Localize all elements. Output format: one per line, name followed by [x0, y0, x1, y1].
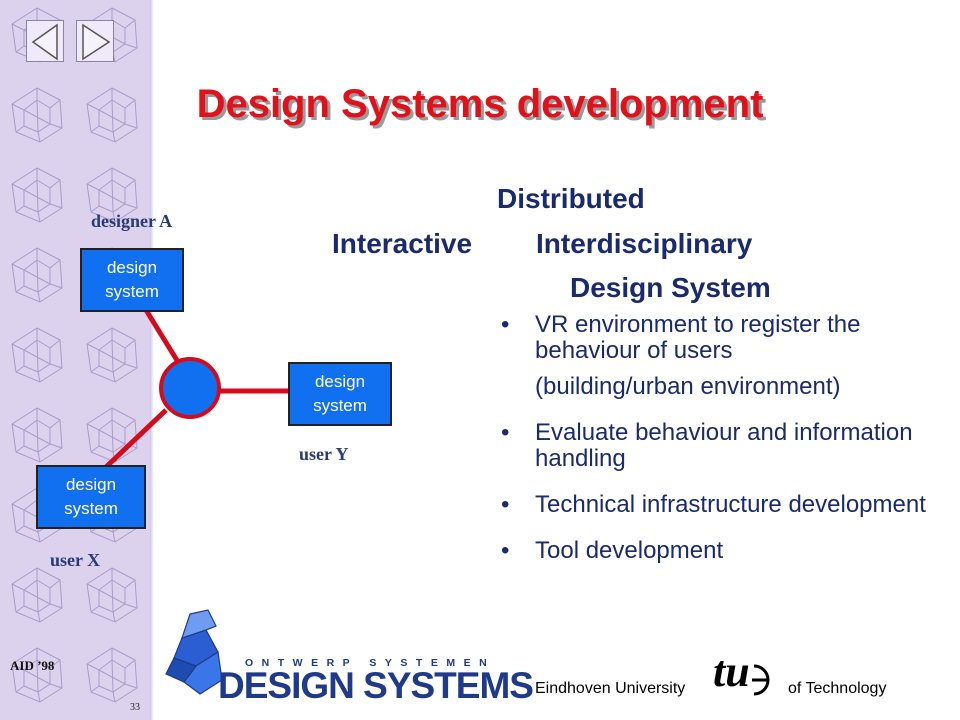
- connector-designer-a: [143, 308, 181, 364]
- box-label-line2: system: [64, 499, 118, 518]
- slide-title: Design Systems development: [196, 82, 764, 126]
- back-arrow-icon: [31, 23, 58, 61]
- heading-interdisciplinary: Interdisciplinary: [536, 228, 753, 259]
- tue-logo-icon: tu: [713, 647, 750, 696]
- university-name-right: of Technology: [788, 680, 887, 697]
- logo-tagline: ONTWERP SYSTEMEN: [245, 657, 496, 669]
- design-system-box-designer-a[interactable]: design system: [80, 248, 184, 312]
- user-x-label: user X: [50, 550, 101, 570]
- bullet-list: VR environment to register the behaviour…: [497, 312, 957, 584]
- forward-button[interactable]: [76, 20, 114, 62]
- user-y-label: user Y: [299, 444, 349, 464]
- bullet-text: Technical infrastructure development: [535, 491, 926, 518]
- page-number: 33: [130, 702, 140, 713]
- design-systems-logo-icon: [165, 609, 223, 695]
- box-label-line2: system: [105, 282, 159, 301]
- bullet-text: Evaluate behaviour and information handl…: [535, 419, 913, 472]
- design-system-box-user-y[interactable]: design system: [288, 362, 392, 426]
- designer-a-label: designer A: [91, 211, 173, 231]
- sidebar-decoration: [0, 0, 150, 720]
- bullet-text: Tool development: [535, 537, 724, 564]
- tue-logo-ring: [752, 664, 770, 696]
- geodesic-pattern-icon: [0, 0, 150, 720]
- bullet-item: Tool development: [497, 537, 957, 565]
- box-label-line1: design: [106, 258, 158, 277]
- connector-user-x: [104, 408, 168, 469]
- conference-label: AID ’98: [10, 658, 55, 673]
- box-label-line1: design: [314, 372, 366, 391]
- bullet-item: Evaluate behaviour and information handl…: [497, 420, 957, 472]
- design-system-box-user-x[interactable]: design system: [36, 465, 146, 529]
- bullet-subtext: (building/urban environment): [535, 373, 841, 400]
- box-label-line1: design: [65, 475, 117, 494]
- bullet-text: VR environment to register the behaviour…: [535, 311, 861, 364]
- logo-wordmark: DESIGN SYSTEMS: [218, 665, 534, 706]
- sidebar-edge: [150, 0, 154, 720]
- heading-interactive: Interactive: [332, 228, 473, 259]
- university-name-left: Eindhoven University: [535, 680, 686, 697]
- network-hub: [159, 357, 221, 419]
- box-label-line2: system: [313, 396, 367, 415]
- heading-design-system: Design System: [570, 272, 771, 303]
- bullet-item: VR environment to register the behaviour…: [497, 312, 957, 400]
- back-button[interactable]: [26, 20, 64, 62]
- heading-distributed: Distributed: [497, 183, 645, 214]
- forward-arrow-icon: [82, 23, 111, 61]
- bullet-item: Technical infrastructure development: [497, 491, 957, 519]
